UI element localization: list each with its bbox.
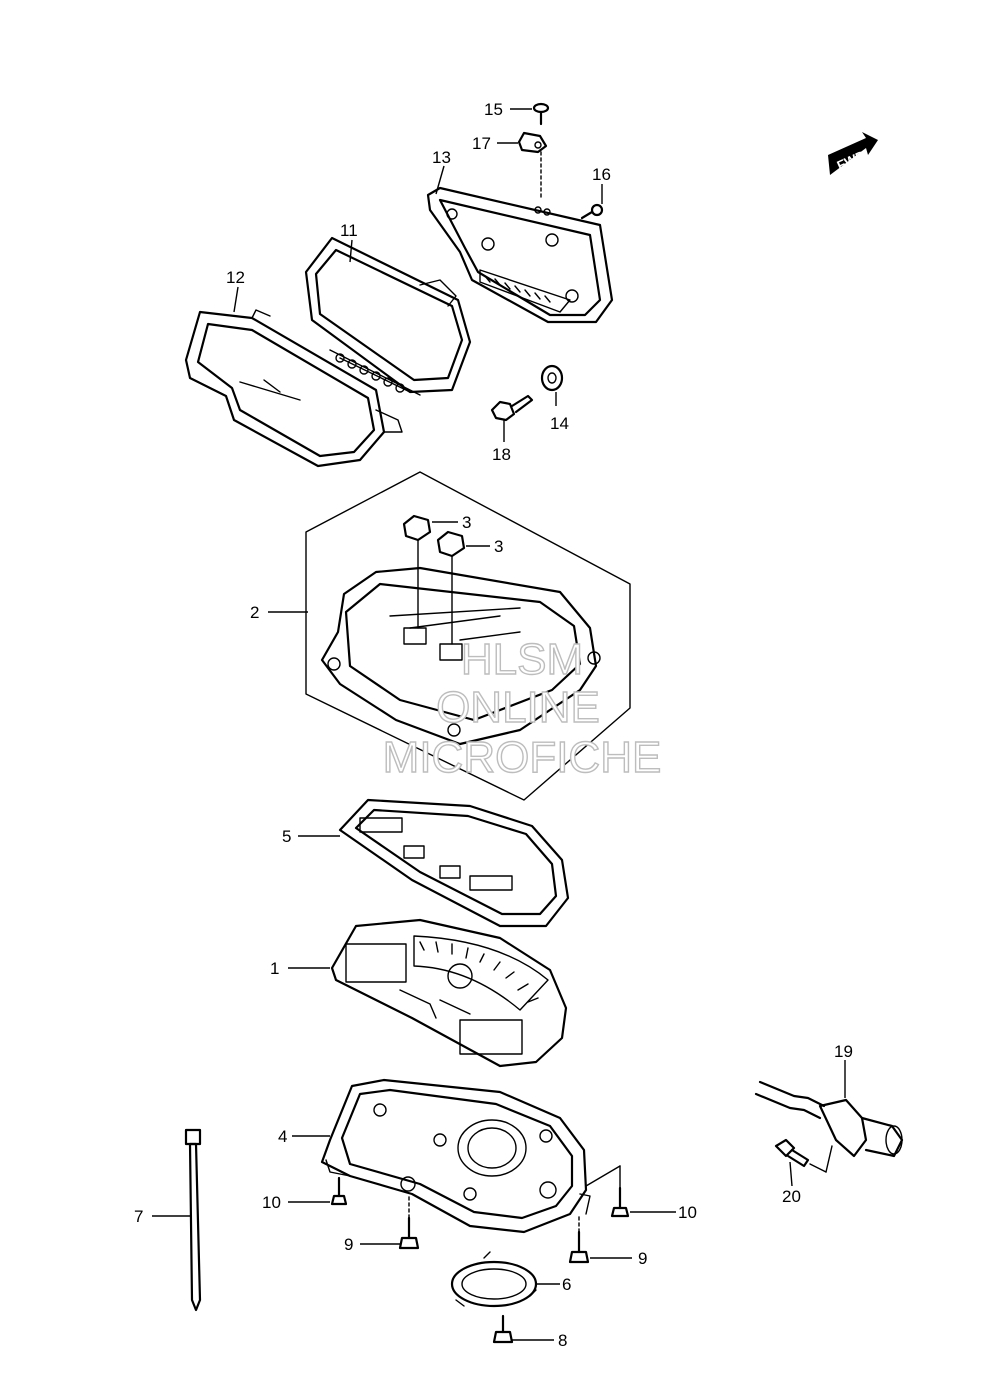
callout-20: 20 (782, 1187, 801, 1206)
callout-18: 18 (492, 445, 511, 464)
part-17-clamp (517, 131, 548, 154)
part-3-cap-a (402, 514, 432, 629)
callout-11: 11 (340, 221, 358, 240)
part-10-screw-right (610, 1186, 630, 1218)
assembly-guide-lines (408, 1165, 621, 1233)
part-18-bolt (490, 394, 534, 422)
watermark-line-3: MICROFICHE (383, 733, 662, 782)
watermark-line-1: HLSM (461, 635, 583, 684)
callout-4: 4 (278, 1127, 287, 1146)
part-15-screw (532, 102, 550, 126)
callout-3-upper: 3 (462, 513, 471, 532)
part-5-lens-panel (338, 798, 570, 928)
part-11-lens (304, 236, 472, 396)
callout-1: 1 (270, 959, 279, 978)
part-19-speed-sensor (754, 1080, 904, 1158)
callout-3-lower: 3 (494, 537, 503, 556)
callout-17: 17 (472, 134, 491, 153)
callout-16: 16 (592, 165, 611, 184)
callout-8: 8 (558, 1331, 567, 1350)
part-16-screw (580, 203, 604, 220)
callout-15: 15 (484, 100, 503, 119)
callout-10-right: 10 (678, 1203, 697, 1222)
watermark: HLSM ONLINE MICROFICHE (382, 634, 662, 782)
part-12-bezel (184, 309, 403, 468)
part-14-grommet (540, 364, 564, 392)
callout-9-left: 9 (344, 1235, 353, 1254)
part-10-screw-left (330, 1176, 348, 1206)
callout-labels: 15 17 13 16 11 12 14 18 2 3 3 5 1 4 7 10… (134, 100, 853, 1350)
part-8-screw (492, 1314, 514, 1344)
callout-9-right: 9 (638, 1249, 647, 1268)
callout-10-left: 10 (262, 1193, 281, 1212)
callout-13: 13 (432, 148, 451, 167)
part-1-meter-unit (330, 918, 568, 1068)
leader-lines (152, 108, 846, 1341)
part-2-group-outline (305, 471, 631, 801)
part-3-cap-b (436, 530, 466, 645)
watermark-line-2: ONLINE (436, 683, 600, 732)
part-20-bolt (774, 1138, 833, 1173)
part-6-gasket (450, 1251, 538, 1308)
callout-12: 12 (226, 268, 245, 287)
callout-7: 7 (134, 1207, 143, 1226)
fwd-arrow-icon: FWD (828, 132, 878, 175)
part-2-upper-case (320, 566, 601, 746)
callout-14: 14 (550, 414, 569, 433)
callout-5: 5 (282, 827, 291, 846)
callout-19: 19 (834, 1042, 853, 1061)
part-4-lower-case (320, 1078, 591, 1234)
callout-2: 2 (250, 603, 259, 622)
part-7-cable-tie (184, 1128, 202, 1312)
part-9-screw-left (398, 1216, 420, 1250)
callout-6: 6 (562, 1275, 571, 1294)
part-13-housing-bracket (426, 186, 614, 324)
part-9-screw-right (568, 1230, 590, 1264)
